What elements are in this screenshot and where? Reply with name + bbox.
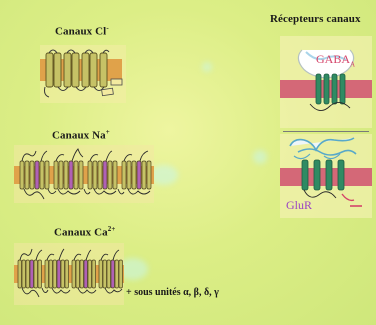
ca-channels-title: Canaux Ca2+ xyxy=(54,225,115,239)
ca-charge: 2+ xyxy=(107,225,116,233)
na-channels-title-text: Canaux Na xyxy=(52,129,106,142)
na-channels-title: Canaux Na+ xyxy=(52,128,110,142)
background-glow xyxy=(118,258,148,280)
na-channel-diagram xyxy=(14,145,154,203)
gaba-label-text: GABA xyxy=(316,52,351,66)
receptor-divider xyxy=(283,131,369,132)
glur-label: GluR xyxy=(286,198,313,212)
background-glow xyxy=(253,150,267,164)
na-charge: + xyxy=(105,128,110,136)
background-glow xyxy=(150,165,178,185)
cl-channels-title: Canaux Cl- xyxy=(55,24,109,38)
ca-channels-title-text: Canaux Ca xyxy=(54,226,108,239)
glur-receptor-diagram xyxy=(280,134,372,218)
cl-channels-title-text: Canaux Cl xyxy=(55,25,107,38)
cl-charge: - xyxy=(106,24,109,32)
receptor-channels-title: Récepteurs canaux xyxy=(270,13,361,25)
gaba-label: GABAA xyxy=(316,52,355,68)
gaba-receptor-diagram xyxy=(280,36,372,128)
gaba-label-subscript: A xyxy=(350,60,356,69)
cl-channel-diagram xyxy=(40,45,126,103)
background-glow xyxy=(202,62,212,72)
ca-subunits-text: + sous unités α, β, δ, γ xyxy=(126,287,219,298)
ca-channel-diagram xyxy=(14,243,124,305)
